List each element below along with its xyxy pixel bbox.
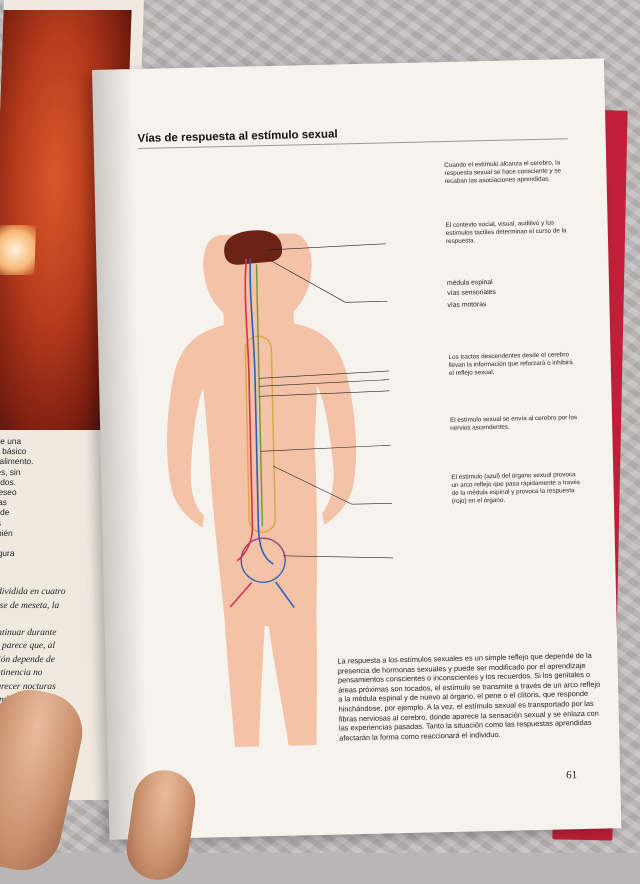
organ-stimulus-arrow — [275, 581, 295, 609]
pointer-brain-2b — [345, 299, 398, 303]
label-medula-espinal: médula espinal — [446, 278, 493, 288]
sensory-pathway-blue — [249, 258, 274, 565]
label-vias-sensoriales: vías sensoriales — [447, 288, 496, 297]
annotation-context: El contexto social, visual, auditivo y l… — [445, 219, 567, 246]
pointer-descending — [260, 441, 398, 452]
body-paragraph: La respuesta a los estímulos sexuales es… — [337, 650, 601, 743]
page-number: 61 — [565, 769, 578, 782]
annotation-organ: El estímulo (azul) del órgano sexual pro… — [451, 471, 581, 505]
brain-shape — [224, 230, 283, 265]
pointer-spinal — [259, 366, 398, 379]
pointer-organ — [283, 555, 398, 560]
pointer-nerves-b — [351, 501, 398, 505]
pointer-nerves — [272, 465, 353, 505]
page-title: Vías de respuesta al estímulo sexual — [137, 128, 338, 145]
pointer-brain-1 — [266, 239, 398, 251]
pointer-motor — [259, 387, 398, 397]
left-page-text-fragment: ente una nto básico de alimento. al es, … — [0, 436, 34, 559]
human-figure-diagram — [167, 230, 398, 750]
motor-pathway-red — [236, 258, 254, 562]
photo-highlight — [0, 225, 37, 275]
pointer-brain-2 — [266, 257, 346, 303]
spinal-cord-green — [255, 264, 264, 527]
annotation-descending: Los tractos descendentes desde el cerebr… — [448, 351, 573, 377]
right-page: Vías de respuesta al estímulo sexual Cua… — [92, 58, 622, 840]
pointer-sensory — [259, 375, 398, 387]
annotation-ascending: El estímulo sexual se envía al cerebro p… — [449, 414, 578, 432]
label-vias-motoras: vías motoras — [447, 301, 487, 309]
body-silhouette — [167, 233, 357, 750]
annotation-brain: Cuando el estímulo alcanza el cerebro, l… — [444, 159, 562, 186]
organ-response-arrow — [229, 581, 253, 608]
